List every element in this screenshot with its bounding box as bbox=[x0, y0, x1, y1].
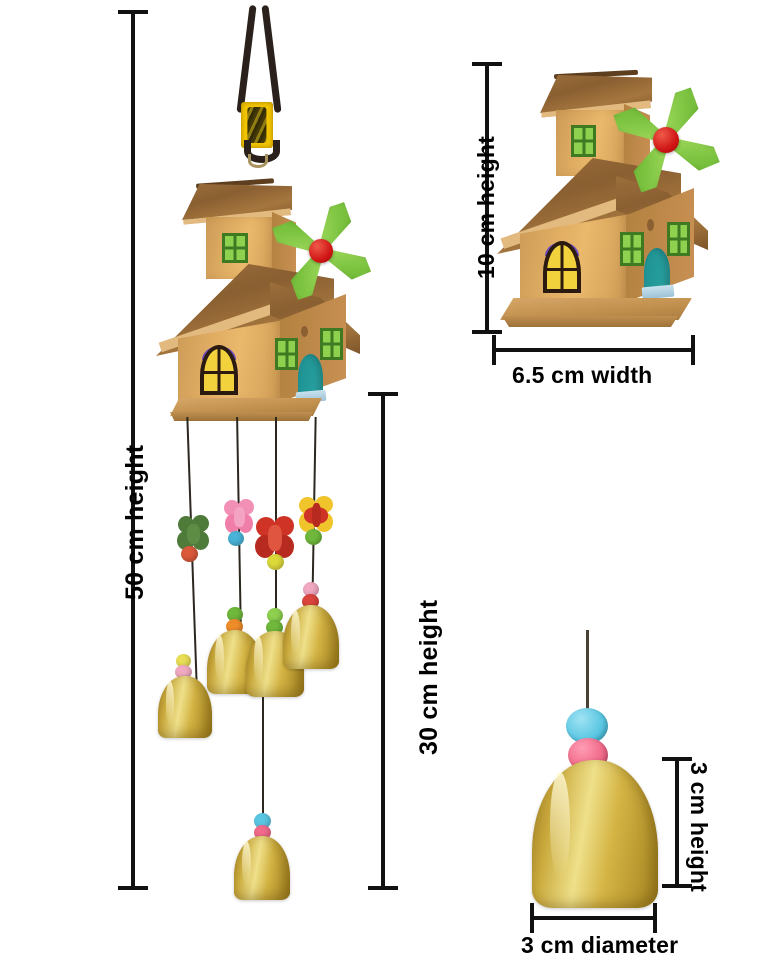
chime-string-bottom bbox=[262, 697, 264, 820]
bell-4-bead-upper bbox=[267, 608, 283, 623]
windmill bbox=[268, 198, 374, 304]
bell-detail bbox=[522, 620, 672, 908]
bell-1-bead-upper bbox=[176, 654, 191, 668]
label-bell-height: 3 cm height bbox=[686, 762, 712, 893]
charm-butterfly-green bbox=[176, 515, 210, 551]
detail-window-upper bbox=[571, 125, 596, 157]
bell-3-bead-upper bbox=[303, 582, 319, 597]
bell-3 bbox=[283, 605, 339, 669]
house-door bbox=[298, 354, 323, 396]
detail-door-step bbox=[641, 284, 675, 300]
detail-windmill bbox=[610, 84, 722, 196]
dimension-line-total-height bbox=[118, 10, 148, 890]
dimension-line-bell-height bbox=[662, 757, 692, 888]
windmill-hub-red bbox=[309, 239, 333, 263]
metal-hook-icon bbox=[248, 154, 268, 168]
detail-house-base-platform bbox=[500, 298, 692, 320]
window-upper bbox=[222, 233, 248, 263]
dimension-line-bell-diameter bbox=[530, 903, 657, 933]
label-chime-height: 30 cm height bbox=[415, 599, 443, 755]
charm-butterfly-pink bbox=[223, 499, 255, 535]
house-base-platform bbox=[170, 398, 322, 416]
bell-bottom bbox=[234, 836, 290, 900]
cord-knot-texture bbox=[247, 106, 267, 144]
chime-strings-group bbox=[150, 415, 390, 900]
charm-butterfly-red bbox=[254, 515, 296, 559]
window-side-left bbox=[275, 338, 298, 370]
arch-window-mullion-horizontal bbox=[204, 370, 234, 374]
detail-arch-window-yellow bbox=[543, 241, 581, 293]
main-wind-chime bbox=[150, 0, 390, 900]
detail-house-base-edge bbox=[502, 316, 678, 327]
hanging-cord bbox=[150, 0, 390, 175]
detail-windmill-hub-red bbox=[653, 127, 679, 153]
detail-wall-knob bbox=[647, 219, 654, 231]
bell-detail-wire bbox=[586, 630, 589, 715]
detail-arch-mullion-horizontal bbox=[547, 267, 577, 271]
label-bell-diameter: 3 cm diameter bbox=[521, 932, 679, 958]
dimension-line-house-height bbox=[472, 62, 502, 334]
detail-window-side-right bbox=[667, 222, 690, 256]
cord-leg-left bbox=[236, 4, 257, 114]
bell-1 bbox=[158, 676, 212, 738]
dimension-line-house-width bbox=[492, 335, 695, 365]
bead-pink-charm bbox=[228, 531, 244, 546]
bell-detail-body bbox=[532, 760, 658, 908]
arch-window-mullion-vertical bbox=[217, 349, 221, 391]
label-house-width: 6.5 cm width bbox=[512, 362, 653, 388]
dimension-line-chime-height bbox=[368, 392, 398, 890]
wall-knob bbox=[301, 326, 308, 337]
house-base-platform-edge bbox=[170, 412, 313, 421]
bell-2-bead-upper bbox=[227, 607, 243, 622]
house-main bbox=[150, 160, 390, 425]
charm-butterfly-yellow bbox=[298, 496, 334, 534]
window-side-right bbox=[320, 328, 343, 360]
bead-red-charm bbox=[267, 554, 284, 570]
detail-window-side-left bbox=[620, 232, 644, 266]
cord-wrap-band bbox=[241, 102, 273, 148]
label-total-height: 50 cm height bbox=[121, 444, 149, 600]
bell-1-bead-lower bbox=[175, 665, 192, 679]
house-detail bbox=[492, 52, 702, 342]
detail-arch-mullion-vertical bbox=[560, 245, 564, 289]
arch-window-yellow bbox=[200, 345, 238, 395]
bead-yellow-charm bbox=[305, 529, 322, 545]
bead-green-charm bbox=[181, 546, 198, 562]
cord-leg-right bbox=[261, 4, 282, 114]
